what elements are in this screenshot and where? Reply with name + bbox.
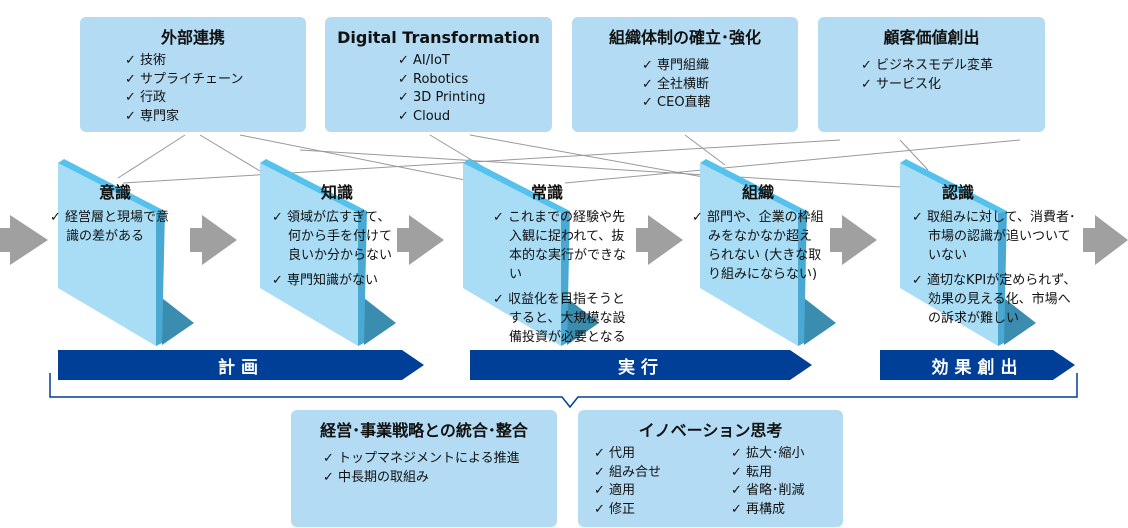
stage-recognition: 認識 取組みに対して、消費者･市場の認識が追いついていない適切なKPIが定められ…	[912, 183, 1077, 334]
list-item: 取組みに対して、消費者･市場の認識が追いついていない	[912, 208, 1077, 265]
list-item: 専門組織	[642, 57, 798, 76]
list-item: 専門知識がない	[272, 271, 402, 290]
box-title: 経営･事業戦略との統合･整合	[320, 421, 528, 440]
stage-organization: 組織 部門や、企業の枠組みをなかなか超えられない (大きな取り組みにならない)	[692, 183, 824, 290]
arrow-icon	[397, 215, 444, 265]
box-title: 組織体制の確立･強化	[608, 28, 761, 47]
list-item: CEO直轄	[642, 94, 798, 113]
arrow-icon	[1083, 215, 1128, 265]
list-item: 代用	[594, 445, 731, 464]
list-item: 領域が広すぎて、何から手を付けて良いか分からない	[272, 208, 402, 265]
list-item: これまでの経験や先入観に捉われて、抜本的な実行ができない	[493, 208, 628, 284]
top-box-external: 外部連携 技術サプライチェーン行政専門家	[80, 17, 306, 132]
stage-title: 常識	[531, 183, 564, 202]
list-item: サプライチェーン	[125, 71, 306, 90]
stage-awareness: 意識 経営層と現場で意識の差がある	[50, 183, 180, 252]
list-item: 適用	[594, 482, 731, 501]
connector-lines	[117, 134, 1021, 189]
list-item: 技術	[125, 52, 306, 71]
stage-common-sense: 常識 これまでの経験や先入観に捉われて、抜本的な実行ができない収益化を目指そうと…	[493, 183, 628, 353]
bracket-line	[49, 373, 1078, 409]
list-item: AI/IoT	[398, 52, 552, 71]
list-item: 中長期の取組み	[323, 469, 557, 488]
phase-plan: 計画	[58, 350, 424, 380]
phase-effect: 効果創出	[880, 350, 1075, 380]
bottom-box-innovation: イノベーション思考 代用組み合せ適用修正 拡大･縮小転用省略･削減再構成	[578, 410, 843, 527]
list-item: 行政	[125, 89, 306, 108]
list-item: ビジネスモデル変革	[861, 57, 1045, 76]
stage-title: 認識	[942, 183, 975, 202]
list-item: 3D Printing	[398, 89, 552, 108]
box-title: イノベーション思考	[638, 421, 783, 440]
list-item: 組み合せ	[594, 464, 731, 483]
arrow-icon	[636, 215, 683, 265]
box-title: 外部連携	[160, 28, 225, 47]
list-item: 適切なKPIが定められず、効果の見える化、市場への訴求が難しい	[912, 271, 1077, 328]
list-item: 収益化を目指そうとすると、大規模な設備投資が必要となる	[493, 290, 628, 347]
list-item: サービス化	[861, 76, 1045, 95]
box-title: 顧客価値創出	[883, 28, 980, 47]
bottom-box-strategy: 経営･事業戦略との統合･整合 トップマネジメントによる推進中長期の取組み	[291, 410, 557, 527]
list-item: 省略･削減	[731, 482, 805, 501]
list-item: Robotics	[398, 71, 552, 90]
box-title: Digital Transformation	[337, 28, 540, 47]
top-box-organization: 組織体制の確立･強化 専門組織全社横断CEO直轄	[572, 17, 798, 132]
list-item: 転用	[731, 464, 805, 483]
stage-title: 意識	[98, 183, 131, 202]
top-box-customer-value: 顧客価値創出 ビジネスモデル変革サービス化	[818, 17, 1045, 132]
list-item: 部門や、企業の枠組みをなかなか超えられない (大きな取り組みにならない)	[692, 208, 824, 284]
list-item: トップマネジメントによる推進	[323, 450, 557, 469]
top-box-dx: Digital Transformation AI/IoTRobotics3D …	[325, 17, 552, 132]
list-item: 拡大･縮小	[731, 445, 805, 464]
arrow-icon	[0, 215, 48, 265]
stage-title: 組織	[741, 183, 774, 202]
list-item: 専門家	[125, 108, 306, 127]
list-item: 全社横断	[642, 76, 798, 95]
flow-arrows	[0, 215, 1128, 265]
stage-knowledge: 知識 領域が広すぎて、何から手を付けて良いか分からない専門知識がない	[272, 183, 402, 296]
list-item: 修正	[594, 501, 731, 520]
arrow-icon	[830, 215, 877, 265]
list-item: 経営層と現場で意識の差がある	[50, 208, 180, 246]
stage-title: 知識	[320, 183, 353, 202]
phase-execute: 実行	[470, 350, 812, 380]
arrow-icon	[190, 215, 237, 265]
list-item: 再構成	[731, 501, 805, 520]
list-item: Cloud	[398, 108, 552, 127]
